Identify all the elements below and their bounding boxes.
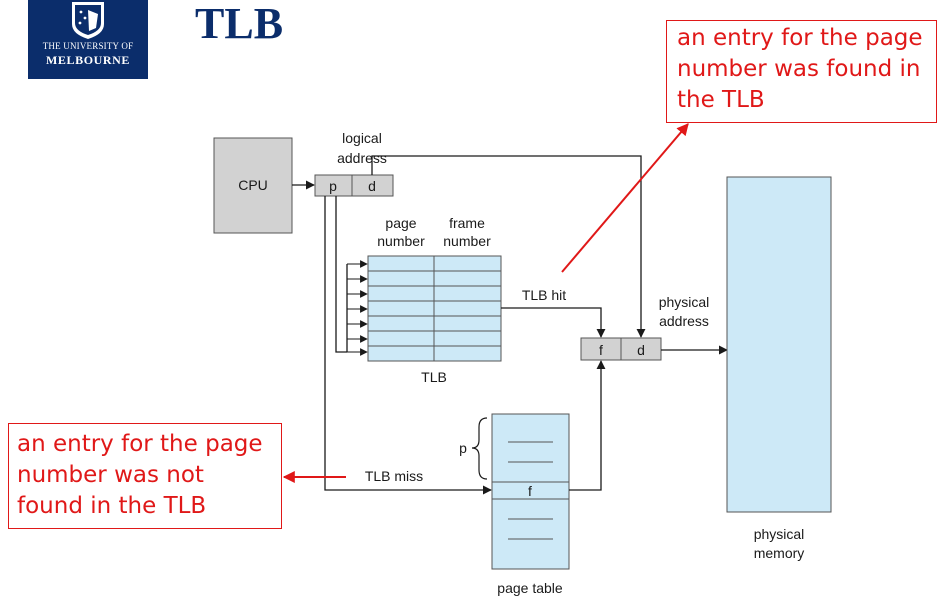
tlb-miss-arrow — [324, 196, 492, 495]
tlb-hit-callout: an entry for the page number was found i… — [666, 20, 937, 123]
p-to-tlb-line — [335, 196, 347, 353]
physical-address-label-line1: physical — [659, 294, 710, 310]
page-table-f-label: f — [528, 483, 532, 499]
page-table-brace — [471, 417, 488, 480]
logical-address-label-line1: logical — [342, 130, 382, 146]
page-table-label: page table — [497, 580, 563, 596]
logical-p-label: p — [329, 178, 337, 194]
cpu-box — [213, 137, 293, 234]
logical-d-label: d — [368, 178, 376, 194]
logical-address-register — [314, 174, 394, 197]
crest-icon — [72, 2, 104, 39]
page-number-header-line2: number — [377, 233, 425, 249]
tlb-hit-label: TLB hit — [522, 287, 566, 303]
hit-callout-pointer — [561, 123, 689, 273]
frame-number-header-line1: frame — [449, 215, 485, 231]
cpu-label: CPU — [238, 177, 268, 193]
offset-path-arrow — [371, 155, 646, 338]
slide-title: TLB — [195, 0, 284, 48]
logo-text-line1: THE UNIVERSITY OF — [42, 41, 134, 51]
physical-memory-label-line2: memory — [754, 545, 805, 561]
logical-address-label-line2: address — [337, 150, 387, 166]
tlb-miss-label: TLB miss — [365, 468, 423, 484]
tlb-miss-callout: an entry for the page number was not fou… — [8, 423, 282, 529]
physical-address-label-line2: address — [659, 313, 709, 329]
tlb-label: TLB — [421, 369, 447, 385]
physical-memory-label-line1: physical — [754, 526, 805, 542]
tlb-hit-arrow — [501, 307, 606, 338]
physical-f-label: f — [599, 342, 603, 358]
page-table-p-label: p — [459, 440, 467, 456]
frame-number-header-line2: number — [443, 233, 491, 249]
university-logo: THE UNIVERSITY OF MELBOURNE — [28, 0, 148, 79]
logo-text-line2: MELBOURNE — [45, 53, 131, 67]
physical-memory-box — [726, 176, 832, 513]
page-number-header-line1: page — [385, 215, 416, 231]
page-table-to-frame-arrow — [569, 360, 606, 491]
physical-d-label: d — [637, 342, 645, 358]
